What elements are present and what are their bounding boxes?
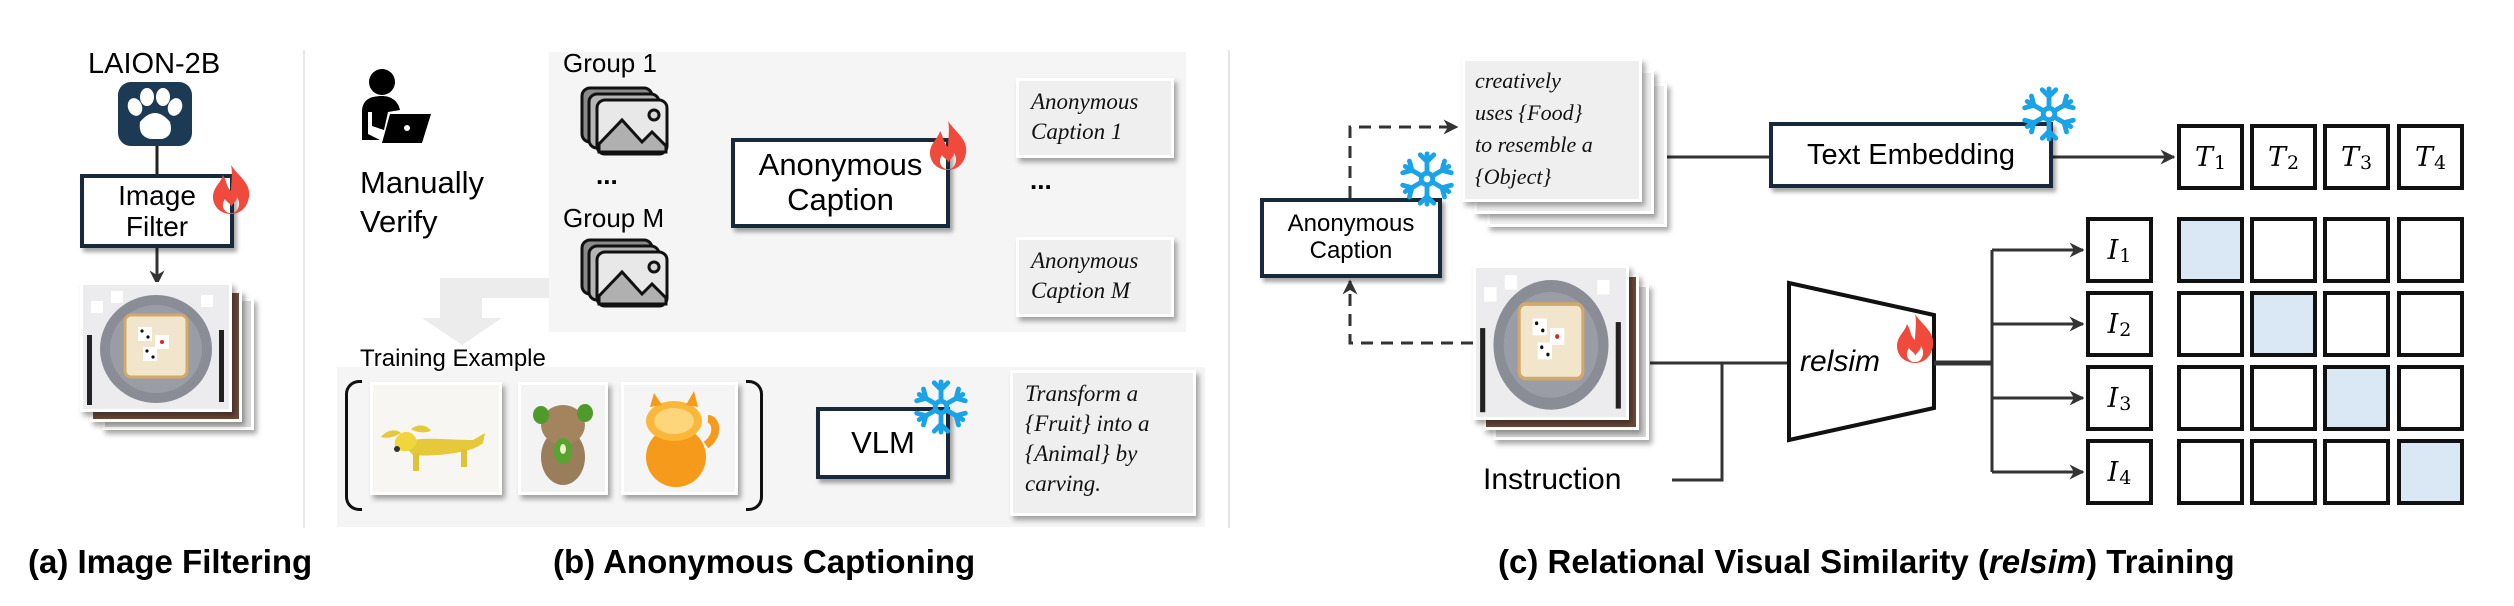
training-image-orange-cat <box>621 382 738 495</box>
image-filter-label: Image Filter <box>118 179 196 242</box>
image-token-I4-symbol: I <box>2107 456 2119 488</box>
panel-a-caption: (a) Image Filtering <box>28 543 313 580</box>
training-example-label: Training Example <box>360 345 546 372</box>
manually-verify-line2: Verify <box>360 204 438 239</box>
instruction-label: Instruction <box>1483 463 1622 496</box>
matrix-cell-3-1 <box>2177 365 2244 431</box>
panel-c-caption-suffix: ) Training <box>2086 543 2235 580</box>
text-token-T3-subscript: 3 <box>2359 152 2373 174</box>
image-token-I3-subscript: 3 <box>2119 393 2132 415</box>
matrix-cell-3-2 <box>2250 365 2317 431</box>
snowflake-icon <box>912 378 970 436</box>
vlm-box: VLM <box>816 407 950 479</box>
anonymous-caption-1: Anonymous Caption 1 <box>1016 78 1174 158</box>
matrix-cell-1-4 <box>2397 217 2464 283</box>
matrix-cell-4-4 <box>2397 439 2464 505</box>
text-token-T3-symbol: T <box>2340 141 2359 173</box>
matrix-cell-1-1 <box>2177 217 2244 283</box>
text-token-T2-subscript: 2 <box>2286 152 2300 174</box>
matrix-cell-1-2 <box>2250 217 2317 283</box>
matrix-cell-3-3 <box>2323 365 2390 431</box>
matrix-cell-2-1 <box>2177 291 2244 357</box>
text-token-T1-subscript: 1 <box>2213 152 2227 174</box>
captioner-label-line2: Caption <box>1309 237 1393 264</box>
text-token-T4-symbol: T <box>2414 141 2433 173</box>
panel-c-caption: (c) Relational Visual Similarity (relsim… <box>1498 543 2235 581</box>
person-laptop-icon <box>360 68 432 144</box>
panel-c-caption-prefix: (c) Relational Visual Similarity ( <box>1498 543 1989 580</box>
matrix-cell-1-3 <box>2323 217 2390 283</box>
matrix-cell-4-2 <box>2250 439 2317 505</box>
anonymous-caption-model-box-frozen: Anonymous Caption <box>1260 198 1442 278</box>
image-token-I2-symbol: I <box>2107 308 2119 340</box>
image-filter-box: Image Filter <box>80 174 234 248</box>
image-token-I1-subscript: 1 <box>2119 245 2132 267</box>
captioner-label-line1: Anonymous <box>1287 210 1415 238</box>
text-token-T1-symbol: T <box>2194 141 2213 173</box>
bracket-left <box>345 380 362 511</box>
text-embedding-box: Text Embedding <box>1769 122 2053 188</box>
gray-flow-arrow <box>422 278 549 345</box>
anonymous-caption-M: Anonymous Caption M <box>1016 237 1174 317</box>
anonymous-caption-model-box: Anonymous Caption <box>731 138 950 228</box>
matrix-cell-2-3 <box>2323 291 2390 357</box>
group-ellipsis: ... <box>596 160 618 190</box>
manually-verify-line1: Manually <box>360 165 485 200</box>
paw-icon <box>118 82 192 146</box>
panel-b-caption: (b) Anonymous Captioning <box>553 543 976 580</box>
photo-food-dice <box>80 282 232 412</box>
matrix-cell-4-1 <box>2177 439 2244 505</box>
snowflake-icon <box>1398 150 1456 208</box>
matrix-cell-2-4 <box>2397 291 2464 357</box>
captioner-label-line1: Anonymous <box>758 147 923 183</box>
dataset-label: LAION-2B <box>88 48 221 80</box>
divider-b-c <box>1228 50 1230 528</box>
matrix-cell-3-4 <box>2397 365 2464 431</box>
dashed-image-to-captioner <box>1342 279 1473 345</box>
photo-food-dice <box>1473 265 1629 420</box>
training-image-kiwi-koala <box>518 382 608 495</box>
training-image-banana-dog <box>370 382 502 495</box>
vlm-label: VLM <box>851 424 915 460</box>
matrix-cell-4-3 <box>2323 439 2390 505</box>
matrix-cell-2-2 <box>2250 291 2317 357</box>
divider-a-b <box>303 50 305 528</box>
captions-ellipsis: ... <box>1030 165 1052 195</box>
image-stack-icon <box>580 86 670 156</box>
line-instruction-to-relsim <box>1672 363 1724 482</box>
bracket-right <box>746 380 763 511</box>
panel-c-caption-italic: relsim <box>1988 543 2087 580</box>
text-token-T2-symbol: T <box>2267 141 2286 173</box>
anonymous-caption-text: creatively uses {Food} to resemble a {Ob… <box>1462 58 1642 202</box>
text-embedding-label: Text Embedding <box>1807 138 2015 171</box>
image-token-I2-subscript: 2 <box>2119 319 2132 341</box>
image-token-I3-symbol: I <box>2107 382 2119 414</box>
text-token-T4-subscript: 4 <box>2433 152 2447 174</box>
image-token-I1-symbol: I <box>2107 234 2119 266</box>
snowflake-icon <box>2020 85 2078 143</box>
group-M-label: Group M <box>563 203 665 233</box>
fire-icon <box>209 163 253 215</box>
image-stack-icon <box>580 238 670 308</box>
captioner-label-line2: Caption <box>787 182 894 217</box>
fire-icon <box>926 115 970 175</box>
image-token-I4-subscript: 4 <box>2119 467 2132 489</box>
vlm-output-caption: Transform a {Fruit} into a {Animal} by c… <box>1010 370 1196 516</box>
fire-icon <box>1893 308 1937 368</box>
relsim-model-label: relsim <box>1800 345 1880 378</box>
group-1-label: Group 1 <box>563 48 657 78</box>
